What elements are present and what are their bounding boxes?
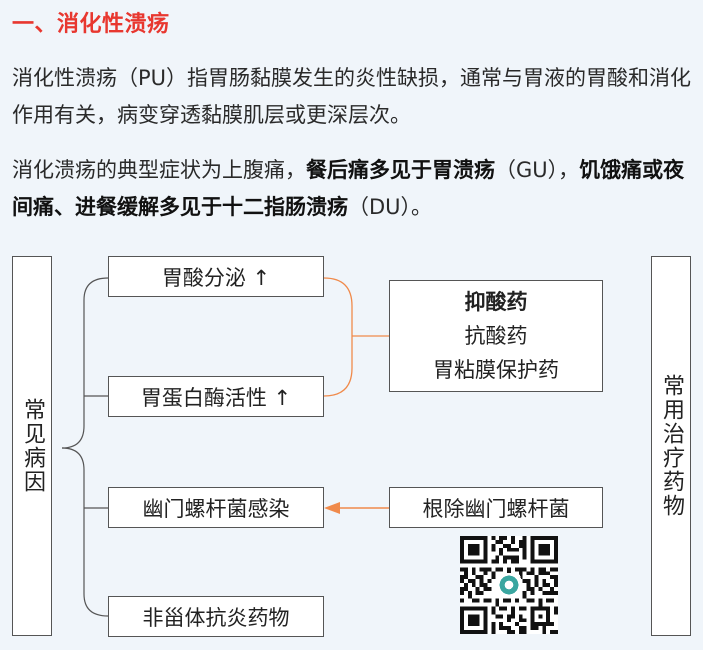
symptom-bold-du: 饥饿痛或夜间痛、进餐缓解多见于十二指肠溃疡 bbox=[12, 158, 685, 219]
hp-arrow-head bbox=[324, 502, 340, 514]
qr-code-icon bbox=[460, 536, 558, 634]
section-heading: 一、消化性溃疡 bbox=[12, 12, 170, 37]
cause-nsaids: 非甾体抗炎药物 bbox=[108, 596, 324, 637]
mucosal-protectant-label: 胃粘膜保护药 bbox=[433, 358, 559, 382]
symptom-text-1: 消化溃疡的典型症状为上腹痛， bbox=[12, 158, 306, 182]
acid-drug-box: 抑酸药 抗酸药 胃粘膜保护药 bbox=[389, 280, 603, 392]
acid-drug-title: 抑酸药 bbox=[464, 290, 528, 314]
cause-pepsin-activity: 胃蛋白酶活性 ↑ bbox=[108, 376, 324, 417]
drugs-column: 常用治疗药物 bbox=[651, 256, 691, 636]
hp-eradication-box: 根除幽门螺杆菌 bbox=[389, 487, 603, 528]
brace-lower bbox=[61, 447, 109, 617]
cause-acid-secretion: 胃酸分泌 ↑ bbox=[108, 256, 324, 297]
symptom-paragraph: 消化溃疡的典型症状为上腹痛，餐后痛多见于胃溃疡（GU），饥饿痛或夜间痛、进餐缓解… bbox=[12, 152, 694, 226]
cause-hp-infection: 幽门螺杆菌感染 bbox=[108, 487, 324, 528]
symptom-text-gu: （GU）， bbox=[495, 158, 580, 182]
brace-upper bbox=[61, 277, 109, 449]
antacid-label: 抗酸药 bbox=[464, 324, 528, 348]
symptom-bold-gu: 餐后痛多见于胃溃疡 bbox=[306, 158, 495, 182]
symptom-text-du: （DU）。 bbox=[348, 195, 433, 219]
intro-paragraph: 消化性溃疡（PU）指胃肠黏膜发生的炎性缺损，通常与胃液的胃酸和消化作用有关，病变… bbox=[12, 66, 692, 127]
orange-bracket bbox=[323, 277, 353, 397]
causes-column: 常见病因 bbox=[12, 256, 52, 636]
causes-title: 常见病因 bbox=[20, 398, 45, 494]
drugs-title: 常用治疗药物 bbox=[659, 374, 684, 518]
